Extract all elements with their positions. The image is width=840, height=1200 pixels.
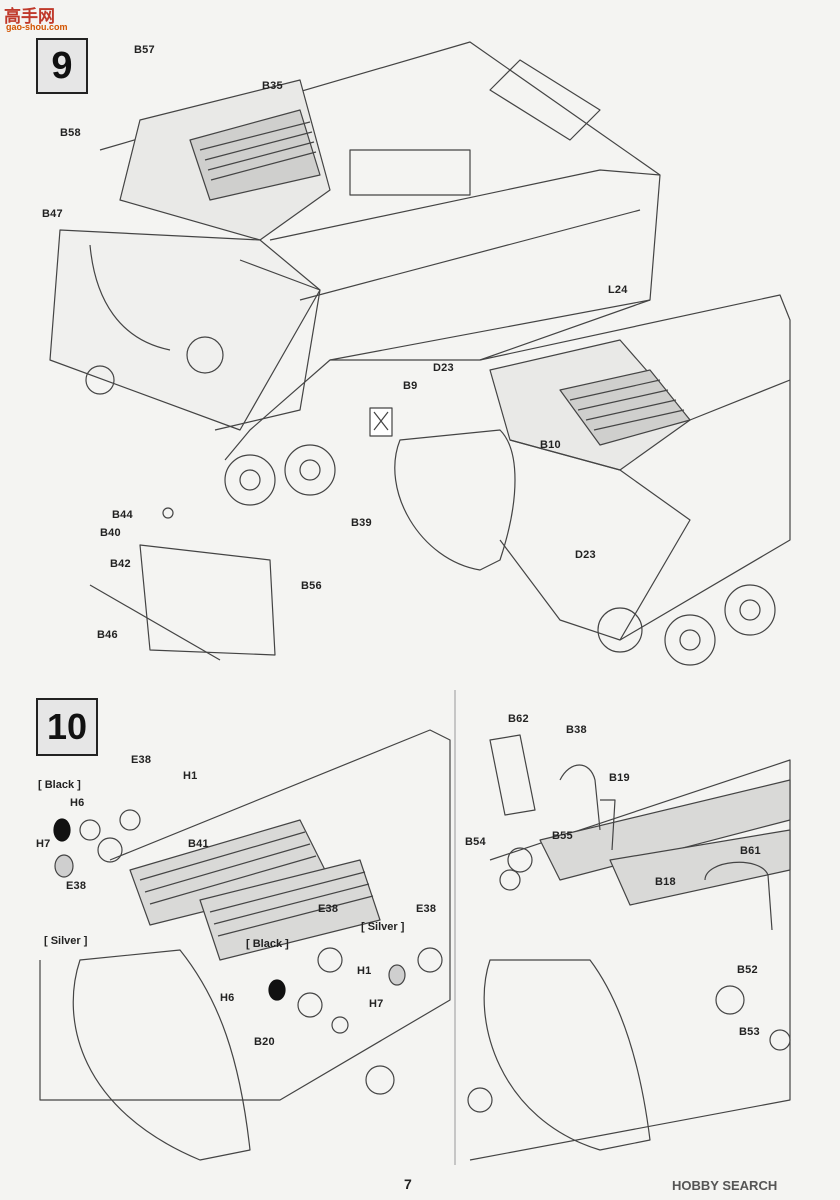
part-label-h1-b: H1 xyxy=(357,965,372,977)
step10-left-drawing xyxy=(39,729,451,1161)
part-label-d23-top: D23 xyxy=(433,362,454,374)
part-label-b47: B47 xyxy=(42,208,63,220)
part-label-b54: B54 xyxy=(465,836,486,848)
part-label-h1-a: H1 xyxy=(183,770,198,782)
part-label-e38-b: E38 xyxy=(66,880,87,892)
paint-note-black-2: [ Black ] xyxy=(246,938,289,950)
part-label-b10: B10 xyxy=(540,439,561,451)
part-label-h7-b: H7 xyxy=(369,998,384,1010)
part-label-b35: B35 xyxy=(262,80,283,92)
watermark-text: HOBBY SEARCH xyxy=(672,1178,778,1193)
part-label-b38: B38 xyxy=(566,724,587,736)
part-label-e38-a: E38 xyxy=(131,754,152,766)
part-label-e38-c: E38 xyxy=(318,903,339,915)
part-label-b40: B40 xyxy=(100,527,121,539)
part-label-h7-a: H7 xyxy=(36,838,51,850)
part-label-b62: B62 xyxy=(508,713,529,725)
page-number: 7 xyxy=(404,1176,412,1192)
part-label-b55: B55 xyxy=(552,830,573,842)
step-number-9: 9 xyxy=(36,38,88,94)
step9-hull-detail-drawing xyxy=(369,294,791,666)
step10-right-drawing xyxy=(467,734,791,1161)
part-label-b19: B19 xyxy=(609,772,630,784)
part-label-b46: B46 xyxy=(97,629,118,641)
step-number-10: 10 xyxy=(36,698,98,756)
step9-hull-drawing xyxy=(49,41,661,506)
part-label-b41: B41 xyxy=(188,838,209,850)
part-label-h6-b: H6 xyxy=(220,992,235,1004)
part-label-b20: B20 xyxy=(254,1036,275,1048)
logo-subtext: gao-shou.com xyxy=(6,22,68,32)
part-label-b44: B44 xyxy=(112,509,133,521)
part-label-d23-bottom: D23 xyxy=(575,549,596,561)
part-label-b53: B53 xyxy=(739,1026,760,1038)
part-label-b52: B52 xyxy=(737,964,758,976)
paint-note-silver-2: [ Silver ] xyxy=(361,921,405,933)
part-label-h6-a: H6 xyxy=(70,797,85,809)
part-label-b42: B42 xyxy=(110,558,131,570)
paint-note-black-1: [ Black ] xyxy=(38,779,81,791)
site-logo: 高手网 gao-shou.com xyxy=(0,0,110,38)
part-label-b61: B61 xyxy=(740,845,761,857)
part-label-b9: B9 xyxy=(403,380,418,392)
paint-note-silver-1: [ Silver ] xyxy=(44,935,88,947)
part-label-b57: B57 xyxy=(134,44,155,56)
part-label-b18: B18 xyxy=(655,876,676,888)
part-label-b56: B56 xyxy=(301,580,322,592)
part-label-l24: L24 xyxy=(608,284,628,296)
step9-parts-drawing xyxy=(89,507,276,661)
part-label-b58: B58 xyxy=(60,127,81,139)
logo-text: 高手网 xyxy=(4,7,55,26)
part-label-e38-d: E38 xyxy=(416,903,437,915)
part-label-b39: B39 xyxy=(351,517,372,529)
